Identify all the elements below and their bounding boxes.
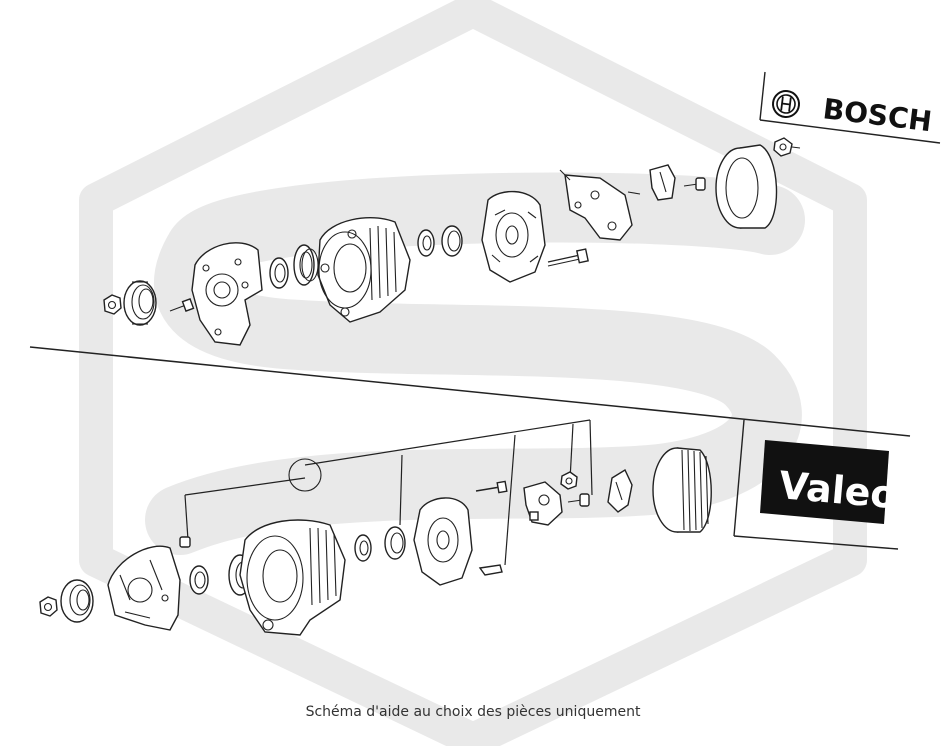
leader-lines: [184, 419, 593, 566]
bolt-icon-2: [475, 480, 508, 494]
pulley-icon-2: [60, 579, 94, 623]
nut-icon: [103, 294, 122, 315]
bearing-icon: [269, 257, 289, 289]
bearing-ring-icon: [441, 225, 463, 257]
caption-text: Schéma d'aide au choix des pièces unique…: [305, 704, 641, 720]
cover-icon: [715, 144, 778, 229]
regulator-icon: [649, 164, 676, 201]
bearing-icon-2: [417, 229, 435, 257]
bearing-icon-4: [354, 534, 372, 562]
brush-holder-icon: [607, 468, 633, 513]
slip-ring-end-bracket-icon: [481, 190, 546, 283]
drive-end-bracket-icon-2: [107, 545, 181, 631]
watermark-logo-icon: [79, 0, 867, 746]
nut-icon-3: [39, 596, 58, 617]
rectifier-icon: [559, 169, 641, 241]
bearing-ring-icon-2: [384, 526, 406, 560]
drive-end-bracket-icon: [191, 242, 263, 346]
bolt-icon: [547, 248, 589, 267]
bearing-icon-3: [189, 565, 209, 595]
clip-icon: [179, 536, 191, 548]
stator-icon: [317, 216, 411, 323]
regulator-icon-2: [523, 481, 563, 526]
valeo-brand-name: Valeo: [777, 463, 898, 517]
valeo-brand: Valeo: [733, 419, 898, 550]
screw-icon: [169, 298, 195, 312]
screw-icon-2: [683, 177, 706, 191]
valeo-logo-box: [760, 440, 889, 524]
bosch-brand: BOSCH: [759, 71, 941, 144]
stator-icon-2: [239, 519, 346, 636]
pulley-icon: [123, 280, 157, 326]
terminal-icon: [478, 564, 503, 576]
nut-icon-4: [560, 471, 578, 490]
valeo-parts: [39, 419, 712, 636]
rotor-icon: [293, 244, 319, 286]
screw-icon-3: [567, 493, 590, 507]
bosch-brand-name: BOSCH: [821, 92, 934, 138]
bosch-logo-icon: [772, 90, 800, 118]
bosch-parts: [103, 137, 801, 346]
slip-ring-end-bracket-icon-2: [413, 497, 473, 586]
cover-icon-2: [652, 447, 712, 533]
divider-line: [29, 346, 911, 437]
nut-icon-2: [773, 137, 801, 157]
